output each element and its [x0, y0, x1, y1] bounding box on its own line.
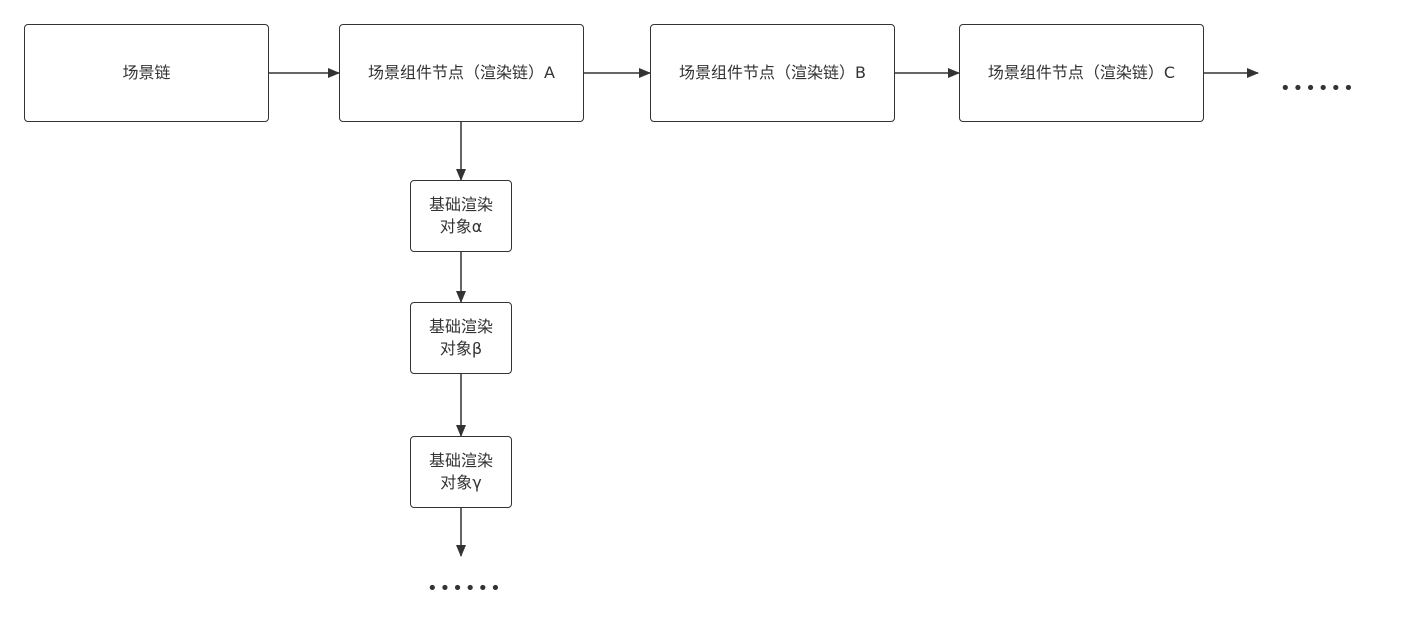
- render-object-line2: 对象α: [439, 217, 483, 236]
- render-object-alpha: 基础渲染 对象α: [410, 180, 512, 252]
- render-object-line1: 基础渲染: [428, 195, 493, 214]
- render-object-gamma: 基础渲染 对象γ: [410, 436, 512, 508]
- horizontal-ellipsis: ••••••: [1280, 78, 1356, 99]
- render-object-line1: 基础渲染: [428, 451, 493, 470]
- render-object-line2: 对象β: [439, 339, 483, 358]
- node-scene-component-c: 场景组件节点（渲染链）C: [959, 24, 1204, 122]
- render-object-line2: 对象γ: [440, 473, 482, 492]
- node-scene-chain: 场景链: [24, 24, 269, 122]
- node-scene-component-a: 场景组件节点（渲染链）A: [339, 24, 584, 122]
- vertical-ellipsis: ••••••: [427, 578, 503, 599]
- render-object-line1: 基础渲染: [428, 317, 493, 336]
- node-label: 场景组件节点（渲染链）A: [368, 63, 555, 82]
- render-object-beta: 基础渲染 对象β: [410, 302, 512, 374]
- node-label: 场景组件节点（渲染链）B: [679, 63, 866, 82]
- node-label: 场景组件节点（渲染链）C: [987, 63, 1176, 82]
- node-scene-component-b: 场景组件节点（渲染链）B: [650, 24, 895, 122]
- node-label: 场景链: [122, 63, 171, 82]
